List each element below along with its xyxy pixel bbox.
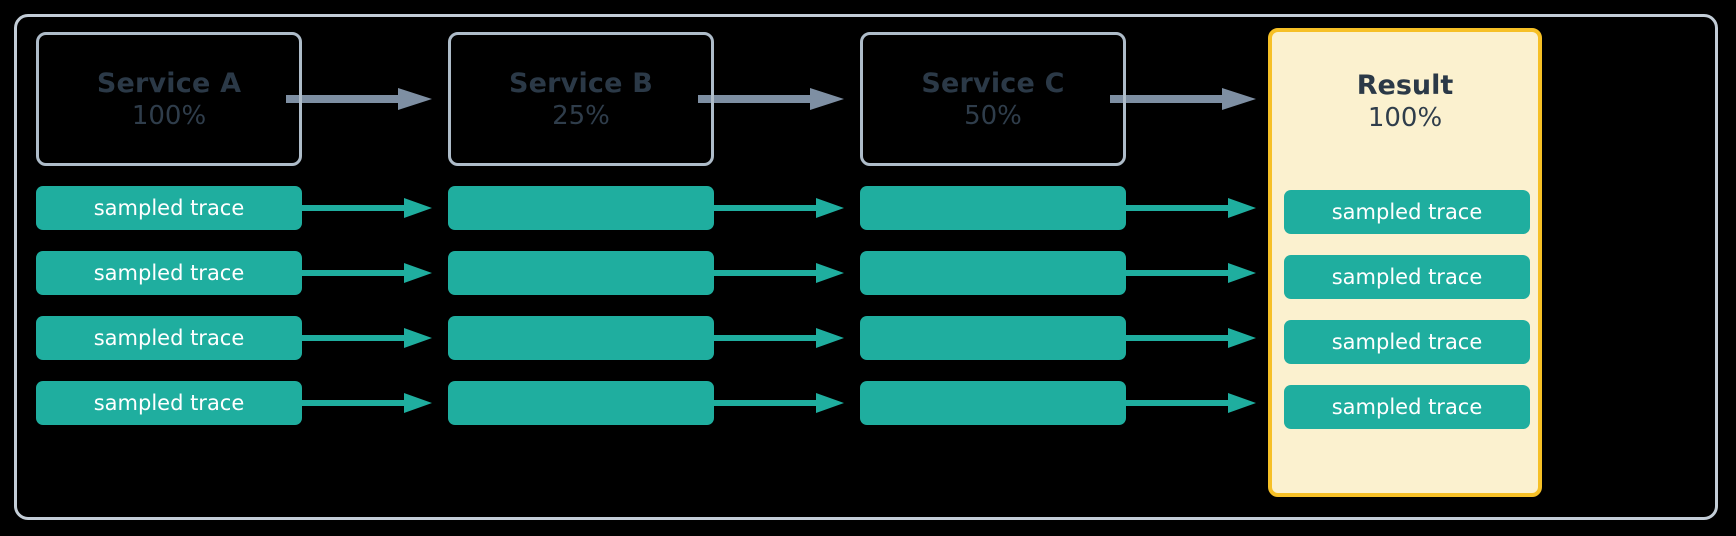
trace-bar-label: sampled trace xyxy=(1331,329,1483,354)
service-rate-a: 100% xyxy=(131,100,207,131)
trace-bar[interactable]: sampled trace xyxy=(1284,320,1530,364)
trace-arrow-row3-b-to-c xyxy=(698,325,844,351)
trace-stack-service-b xyxy=(448,186,714,425)
trace-bar[interactable]: sampled trace xyxy=(36,316,302,360)
service-box-b[interactable]: Service B 25% xyxy=(448,32,714,166)
trace-arrow-row1-b-to-c xyxy=(698,195,844,221)
trace-stack-service-c xyxy=(860,186,1126,425)
trace-bar[interactable]: sampled trace xyxy=(36,381,302,425)
trace-bar-label: sampled trace xyxy=(1331,264,1483,289)
trace-bar-label: sampled trace xyxy=(93,195,245,220)
trace-bar[interactable] xyxy=(860,381,1126,425)
service-box-c[interactable]: Service C 50% xyxy=(860,32,1126,166)
trace-bar[interactable] xyxy=(448,316,714,360)
trace-bar-label: sampled trace xyxy=(1331,394,1483,419)
trace-bar-label: sampled trace xyxy=(1331,199,1483,224)
result-header: Result 100% xyxy=(1272,32,1538,170)
result-card[interactable]: Result 100% sampled trace sampled trace … xyxy=(1268,28,1542,497)
trace-bar[interactable] xyxy=(448,381,714,425)
trace-stack-result: sampled trace sampled trace sampled trac… xyxy=(1284,190,1530,429)
trace-arrow-row2-c-to-result xyxy=(1110,260,1256,286)
trace-bar-label: sampled trace xyxy=(93,260,245,285)
service-rate-b: 25% xyxy=(552,100,610,131)
trace-bar[interactable]: sampled trace xyxy=(1284,255,1530,299)
trace-stack-service-a: sampled trace sampled trace sampled trac… xyxy=(36,186,302,425)
header-arrow-c-to-result xyxy=(1110,86,1256,112)
trace-bar[interactable]: sampled trace xyxy=(36,186,302,230)
trace-bar-label: sampled trace xyxy=(93,390,245,415)
trace-bar[interactable]: sampled trace xyxy=(1284,385,1530,429)
trace-bar-label: sampled trace xyxy=(93,325,245,350)
service-rate-c: 50% xyxy=(964,100,1022,131)
trace-bar[interactable]: sampled trace xyxy=(1284,190,1530,234)
trace-bar[interactable] xyxy=(448,186,714,230)
service-box-a[interactable]: Service A 100% xyxy=(36,32,302,166)
stage-column-service-a: Service A 100% xyxy=(36,32,302,166)
trace-arrow-row3-c-to-result xyxy=(1110,325,1256,351)
trace-arrow-row4-a-to-b xyxy=(286,390,432,416)
trace-bar[interactable] xyxy=(860,186,1126,230)
trace-bar[interactable] xyxy=(860,316,1126,360)
service-name-b: Service B xyxy=(508,67,654,99)
trace-bar[interactable] xyxy=(448,251,714,295)
service-name-c: Service C xyxy=(921,67,1065,99)
header-arrow-b-to-c xyxy=(698,86,844,112)
trace-arrow-row3-a-to-b xyxy=(286,325,432,351)
trace-arrow-row4-b-to-c xyxy=(698,390,844,416)
diagram-outer-frame xyxy=(14,14,1718,520)
trace-arrow-row1-c-to-result xyxy=(1110,195,1256,221)
trace-arrow-row1-a-to-b xyxy=(286,195,432,221)
result-title: Result xyxy=(1356,69,1454,101)
trace-bar[interactable]: sampled trace xyxy=(36,251,302,295)
trace-arrow-row2-b-to-c xyxy=(698,260,844,286)
result-rate: 100% xyxy=(1367,102,1443,133)
trace-arrow-row2-a-to-b xyxy=(286,260,432,286)
header-arrow-a-to-b xyxy=(286,86,432,112)
trace-arrow-row4-c-to-result xyxy=(1110,390,1256,416)
trace-bar[interactable] xyxy=(860,251,1126,295)
service-name-a: Service A xyxy=(96,67,242,99)
stage-column-service-c: Service C 50% xyxy=(860,32,1126,166)
stage-column-service-b: Service B 25% xyxy=(448,32,714,166)
